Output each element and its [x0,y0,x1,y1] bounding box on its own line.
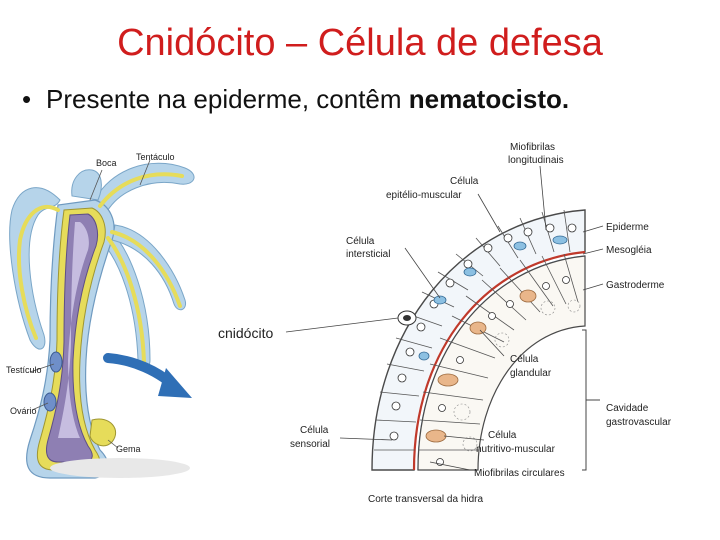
gastroderm-vacuoles [453,299,581,452]
label-boca: Boca [96,158,117,168]
hydra-gastroderm [45,213,99,463]
section-mesoglea [412,250,586,471]
gastroderm-cells [418,253,579,451]
label-celula-glandular-2: glandular [510,368,552,379]
label-celula-intersticial-1: Célula [346,236,375,247]
slide-title: Cnidócito – Célula de defesa [117,22,603,64]
label-celula-epitelio-2: epitélio-muscular [386,190,462,201]
label-epiderme: Epiderme [606,222,649,233]
label-miofibrilas-long-2: longitudinais [508,155,564,166]
bullet-bold-text: nematocisto. [408,84,570,114]
hydra-bud [89,418,117,447]
label-tentaculo: Tentáculo [136,152,175,162]
label-celula-sensorial-2: sensorial [290,439,330,450]
cross-section [371,209,586,471]
label-cnidocito: cnidócito [218,325,273,341]
hydra-base [50,458,190,478]
hydra-testis [49,351,63,373]
gland-cells [425,289,537,443]
section-gastroderm [417,255,586,471]
hydra-ovary [43,392,57,412]
label-miofibrilas-long-1: Miofibrilas [510,142,555,153]
cnidocyte-cell [397,310,417,326]
label-cavidade-2: gastrovascular [606,417,672,428]
section-labels: Miofibrilas longitudinais Célula epitéli… [218,142,672,505]
section-leader-lines [285,165,604,471]
label-cavidade-1: Cavidade [606,403,649,414]
label-gastroderme: Gastroderme [606,280,665,291]
bullet-point: • Presente na epiderme, contêm nematocist… [22,84,569,115]
label-celula-sensorial-1: Célula [300,425,329,436]
arrow-icon [103,353,192,398]
cavity-brace [582,329,600,471]
label-celula-nutritivo-2: nutritivo-muscular [476,444,556,455]
hydra-leader-lines [29,159,151,449]
label-celula-nutritivo-1: Célula [488,430,517,441]
bullet-marker: • [22,84,32,114]
label-celula-glandular-1: Célula [510,354,539,365]
hydra-tentacle-cores [16,172,184,364]
interstitial-cells [418,235,568,361]
label-ovario: Ovário [10,406,37,416]
hydra-cavity [58,222,89,438]
label-miofibrilas-circ: Miofibrilas circulares [474,468,565,479]
label-gema: Gema [116,444,141,454]
label-testiculo: Testículo [6,365,42,375]
label-mesogleia: Mesogléia [606,245,652,256]
hydra-drawing: Boca Tentáculo Testículo Ovário Gema [6,152,195,479]
bullet-text: Presente na epiderme, contêm [46,84,409,114]
label-celula-epitelio-1: Célula [450,176,479,187]
label-celula-intersticial-2: intersticial [346,249,390,260]
section-caption: Corte transversal da hidra [368,494,483,505]
